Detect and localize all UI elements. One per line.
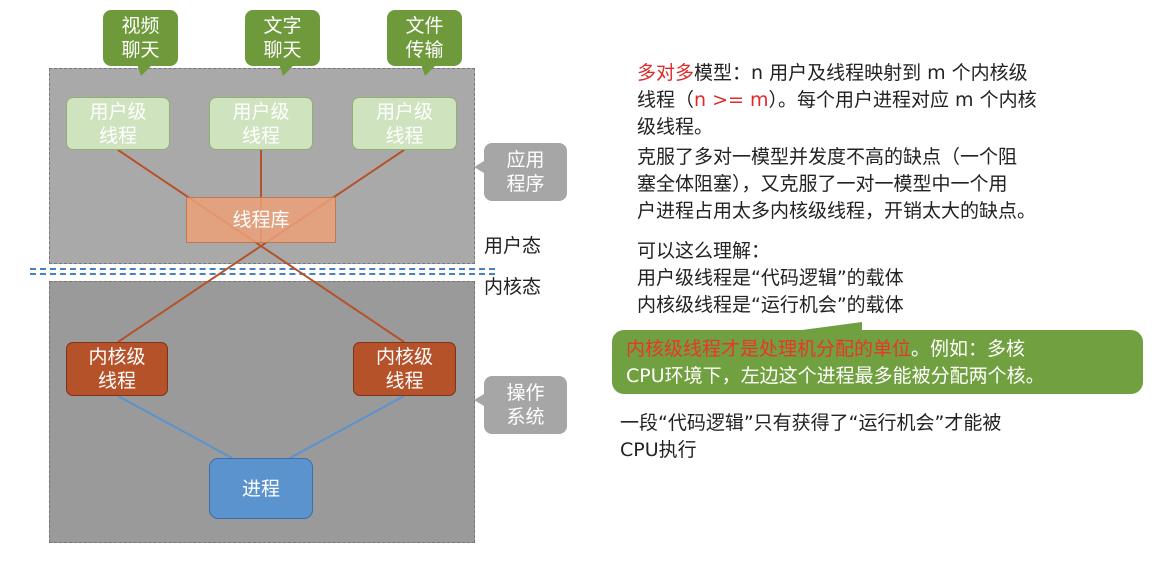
mode-divider [30,268,495,275]
connection-lines [117,149,405,459]
notes-paragraph-2: 克服了多对一模型并发度不高的缺点（一个阻塞全体阻塞），又克服了一对一模型中一个用… [637,146,1037,222]
line-ut3-kt1 [117,149,405,343]
label-user-mode: 用户态 [484,235,542,257]
line-kt2-proc [289,395,405,459]
user-thread-3: 用户级线程 [352,97,457,150]
user-thread-2: 用户级线程 [209,97,313,150]
thread-library: 线程库 [186,197,336,243]
user-thread-1: 用户级线程 [66,97,170,150]
tag-operating-system: 操作系统 [474,376,567,434]
notes-paragraph-3: 可以这么理解：用户级线程是“代码逻辑”的载体内核级线程是“运行机会”的载体 [637,240,904,316]
bubble-video-chat: 视频聊天 [103,10,178,76]
tag-application: 应用程序 [474,143,567,201]
line-kt1-proc [117,395,233,459]
kernel-thread-2: 内核级线程 [353,342,456,396]
label-kernel-mode: 内核态 [484,276,542,298]
bubble-text-chat: 文字聊天 [245,10,320,76]
notes-paragraph-1: 多对多模型：n 用户及线程映射到 m 个内核级 线程（n >= m）。每个用户进… [637,62,1037,138]
callout-key-point: 内核级线程才是处理机分配的单位。例如：多核 CPU环境下，左边这个进程最多能被分… [612,322,1143,394]
bubble-file-transfer: 文件传输 [387,10,462,76]
process-box: 进程 [209,458,313,519]
kernel-thread-1: 内核级线程 [66,342,168,396]
